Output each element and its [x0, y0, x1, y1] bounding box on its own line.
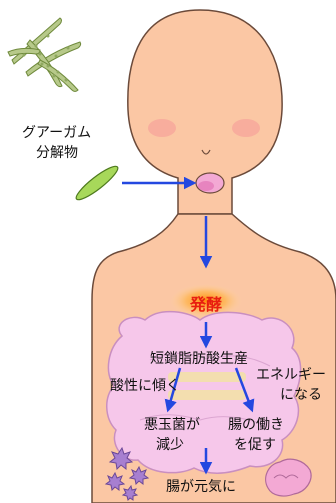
guar-bean-pods-icon	[8, 18, 81, 92]
right-cheek	[232, 119, 260, 137]
bad-bacteria-label-2: 減少	[156, 436, 184, 454]
scfa-production-label: 短鎖脂肪酸生産	[150, 350, 248, 368]
green-capsule-icon	[73, 162, 121, 203]
gut-function-label: 腸の働き	[228, 416, 284, 434]
fermentation-label: 発酵	[190, 291, 222, 315]
healthy-gut-label: 腸が元気に	[166, 478, 236, 496]
energy-label: エネルギー	[256, 366, 326, 384]
bad-bacteria-label: 悪玉菌が	[144, 416, 200, 434]
gut-function-label-2: を促す	[234, 436, 276, 454]
left-cheek	[148, 119, 176, 137]
acidic-label: 酸性に傾く	[110, 377, 180, 395]
tongue	[198, 181, 214, 191]
guar-gum-label-2: 分解物	[36, 144, 78, 162]
guar-gum-label: グアーガム	[22, 124, 91, 142]
energy-label-2: になる	[280, 386, 322, 404]
